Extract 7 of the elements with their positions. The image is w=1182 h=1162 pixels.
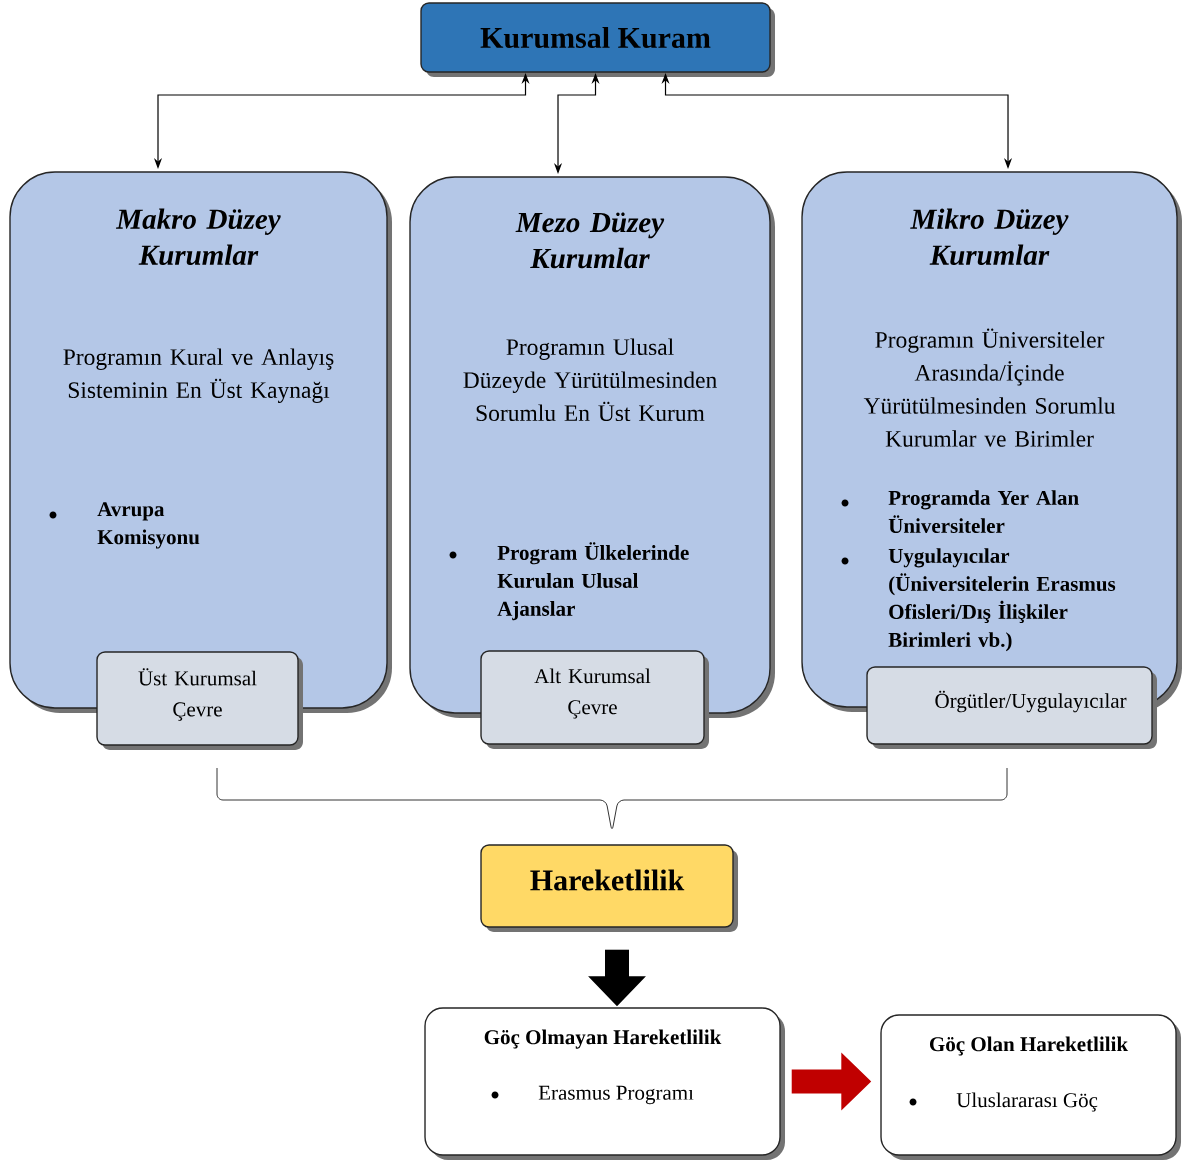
environment-box: Alt Kurumsal Çevre [480,650,709,749]
environment-box: Üst Kurumsal Çevre [96,651,303,750]
mobility-type-box: Göç Olmayan Hareketlilik Erasmus Programı [424,1007,785,1160]
mobility-type-box: Göç Olan Hareketlilik Uluslararası Göç [880,1014,1181,1160]
environment-box: Örgütler/Uygulayıcılar [866,666,1157,749]
mobility-box: Hareketlilik [480,844,738,932]
title-box: Kurumsal Kuram [420,2,775,77]
